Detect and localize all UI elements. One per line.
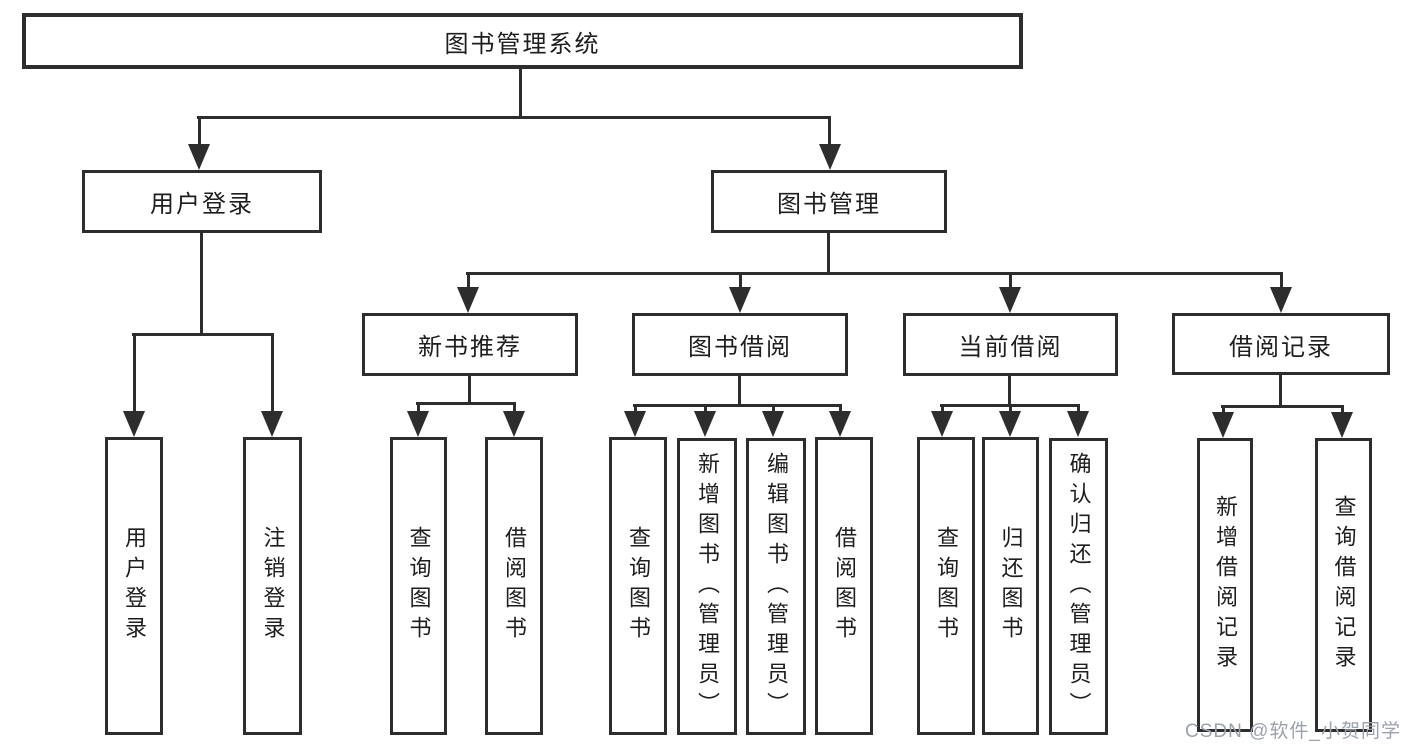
- connector-stem: [1077, 404, 1080, 415]
- connector-new-book-hline: [416, 402, 516, 405]
- node-label: 借阅记录: [1229, 333, 1333, 361]
- node-user-login: 用户登录: [82, 170, 322, 233]
- arrow-down-icon: [999, 411, 1021, 437]
- leaf-logout: 注销登录: [243, 437, 302, 735]
- node-book-borrowing: 图书借阅: [632, 313, 848, 376]
- arrow-down-icon: [624, 411, 646, 437]
- connector-stem: [839, 404, 842, 415]
- connector-book-borrowing-hline: [633, 404, 842, 407]
- arrow-down-icon: [729, 287, 751, 313]
- connector-stem: [467, 272, 470, 290]
- node-current-borrowing: 当前借阅: [903, 313, 1118, 376]
- leaf-query-books-current: 查询图书: [917, 437, 975, 735]
- connector-root-hline: [197, 116, 831, 119]
- arrow-down-icon: [1270, 287, 1292, 313]
- node-label: 图书管理系统: [444, 30, 601, 58]
- connector-stem: [941, 404, 944, 415]
- arrow-down-icon: [1331, 412, 1353, 438]
- arrow-down-icon: [188, 144, 210, 170]
- node-label: 新书推荐: [418, 334, 522, 361]
- leaf-label: 查询借阅记录: [1331, 495, 1357, 675]
- leaf-borrow-books-borrowing: 借阅图书: [815, 437, 873, 735]
- connector-user-login-hline: [132, 333, 274, 336]
- leaf-label: 查询图书: [406, 526, 432, 646]
- connector-stem: [1280, 272, 1283, 290]
- leaf-add-books-admin: 新增图书（管理员）: [677, 438, 737, 735]
- leaf-label: 用户登录: [122, 526, 147, 646]
- connector-stem: [704, 404, 707, 415]
- node-book-management: 图书管理: [711, 170, 947, 233]
- leaf-label: 借阅图书: [502, 526, 527, 646]
- leaf-borrow-books-recommend: 借阅图书: [485, 437, 543, 735]
- connector-book-management-hline: [466, 272, 1283, 275]
- leaf-label: 新增借阅记录: [1213, 495, 1238, 675]
- node-label: 当前借阅: [958, 334, 1063, 361]
- leaf-query-books-borrowing: 查询图书: [609, 437, 667, 735]
- arrow-down-icon: [819, 144, 841, 170]
- leaf-add-borrow-record: 新增借阅记录: [1197, 438, 1253, 732]
- connector-stem: [739, 272, 742, 290]
- arrow-down-icon: [1212, 412, 1234, 438]
- arrow-down-icon: [503, 411, 525, 437]
- leaf-label: 借阅图书: [832, 526, 857, 646]
- arrow-down-icon: [931, 411, 953, 437]
- leaf-label: 查询图书: [626, 526, 651, 646]
- connector-root-stem-left: [198, 116, 201, 148]
- connector-stem: [1009, 404, 1012, 415]
- leaf-edit-books-admin: 编辑图书（管理员）: [746, 438, 806, 735]
- arrow-down-icon: [999, 287, 1021, 313]
- node-label: 用户登录: [150, 191, 254, 218]
- connector-borrowing-records-vline: [1279, 375, 1282, 408]
- node-library-management-system: 图书管理系统: [22, 13, 1023, 69]
- arrow-down-icon: [261, 411, 283, 437]
- leaf-confirm-return-admin: 确认归还（管理员）: [1049, 438, 1108, 735]
- connector-borrowing-records-hline: [1221, 405, 1344, 408]
- connector-root-stem-right: [828, 116, 831, 148]
- connector-current-borrowing-vline: [1008, 376, 1011, 407]
- connector-book-borrowing-vline: [738, 376, 741, 407]
- arrow-down-icon: [1067, 411, 1089, 437]
- leaf-query-books-recommend: 查询图书: [390, 437, 447, 735]
- arrow-down-icon: [457, 287, 479, 313]
- connector-stem: [417, 402, 420, 415]
- arrow-down-icon: [762, 411, 784, 437]
- leaf-label: 编辑图书（管理员）: [764, 451, 789, 722]
- leaf-return-books: 归还图书: [982, 437, 1039, 735]
- connector-stem: [1341, 405, 1344, 415]
- connector-book-management-vline: [827, 233, 830, 275]
- csdn-watermark: CSDN @软件_小贺同学: [1185, 721, 1401, 742]
- connector-stem: [634, 404, 637, 415]
- connector-root-vline: [519, 69, 522, 119]
- node-new-book-recommendation: 新书推荐: [362, 313, 578, 376]
- connector-stem: [1009, 272, 1012, 290]
- connector-user-login-stem-left: [133, 333, 136, 413]
- connector-stem: [513, 402, 516, 415]
- leaf-user-login: 用户登录: [105, 437, 163, 735]
- leaf-label: 归还图书: [998, 526, 1024, 646]
- node-borrowing-records: 借阅记录: [1172, 313, 1390, 375]
- arrow-down-icon: [407, 411, 429, 437]
- leaf-query-borrow-record: 查询借阅记录: [1315, 438, 1372, 732]
- connector-stem: [1222, 405, 1225, 415]
- node-label: 图书借阅: [688, 334, 792, 361]
- arrow-down-icon: [694, 411, 716, 437]
- leaf-label: 查询图书: [934, 526, 959, 646]
- connector-stem: [772, 404, 775, 415]
- leaf-label: 新增图书（管理员）: [695, 451, 720, 722]
- leaf-label: 注销登录: [260, 526, 286, 646]
- connector-user-login-stem-right: [271, 333, 274, 413]
- connector-user-login-vline: [200, 233, 203, 336]
- node-label: 图书管理: [777, 191, 881, 218]
- leaf-label: 确认归还（管理员）: [1066, 451, 1092, 722]
- connector-new-book-vline: [468, 376, 471, 405]
- arrow-down-icon: [123, 411, 145, 437]
- arrow-down-icon: [829, 411, 851, 437]
